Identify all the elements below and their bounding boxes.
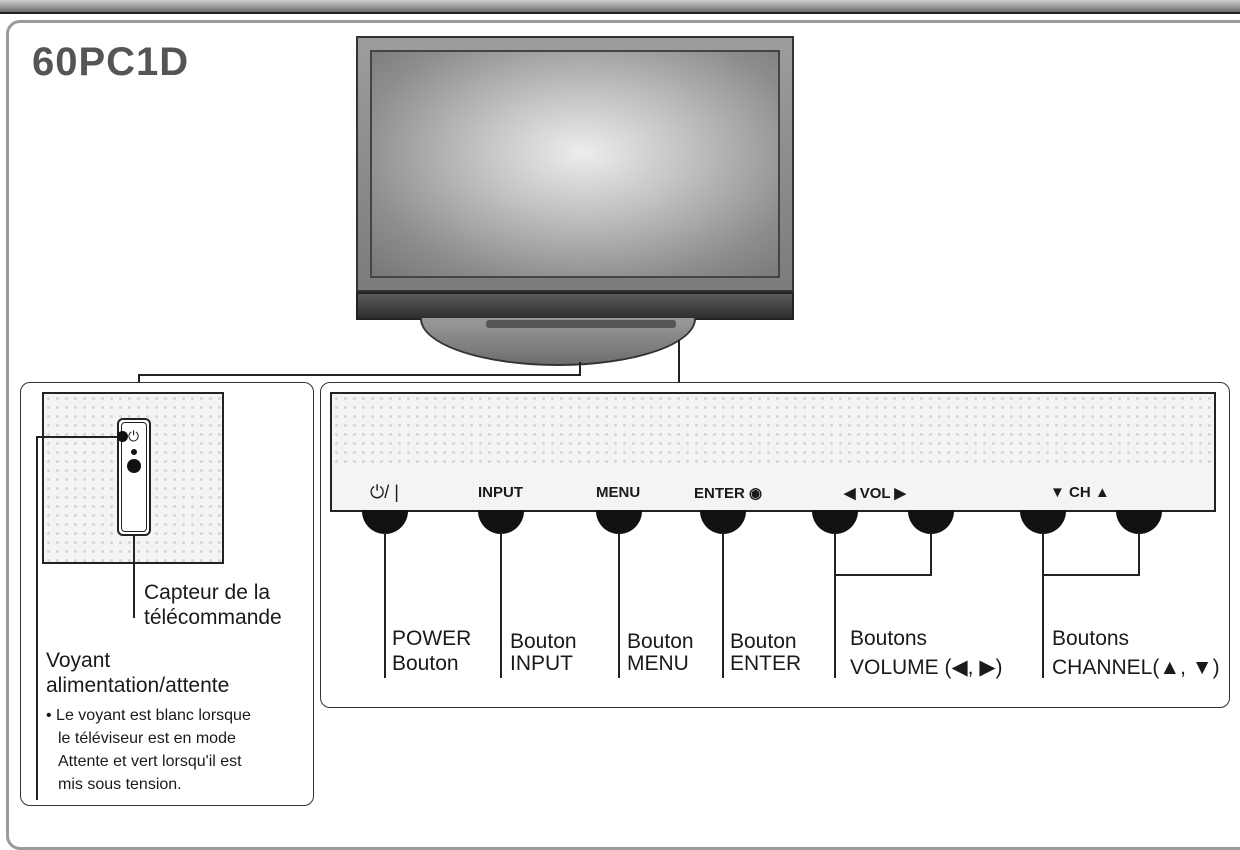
channel-button-label: ▼ CH ▲: [1050, 484, 1110, 501]
power-callout-1: POWER: [392, 627, 472, 650]
indicator-note-line3: Attente et vert lorsqu'il est: [58, 753, 242, 770]
channel-down-pin: [1038, 524, 1048, 534]
channel-leader: [1042, 532, 1044, 678]
input-callout-2: INPUT: [510, 652, 573, 675]
menu-leader: [618, 532, 620, 678]
input-callout-1: Bouton: [510, 630, 577, 653]
sensor-label-line2: télécommande: [144, 606, 282, 629]
channel-bracket: [1042, 574, 1140, 576]
indicator-note-line2: le téléviseur est en mode: [58, 730, 236, 747]
power-icon: ⏻: [128, 428, 140, 444]
sensor-strip-inner: [121, 422, 147, 532]
volume-leader: [834, 532, 836, 678]
channel-callout-2: CHANNEL(▲, ▼): [1052, 656, 1220, 679]
input-button-label: INPUT: [478, 484, 523, 501]
volume-up-leader: [930, 532, 932, 576]
enter-button-label: ENTER ◉: [694, 485, 763, 502]
indicator-note-line4: mis sous tension.: [58, 776, 182, 793]
indicator-leader-v: [36, 436, 38, 800]
connector-left-drop: [138, 374, 140, 384]
input-pin: [496, 524, 506, 534]
input-leader: [500, 532, 502, 678]
power-callout-2: Bouton: [392, 652, 459, 675]
channel-callout-1: Boutons: [1052, 627, 1130, 650]
top-rule: [0, 0, 1240, 14]
connector-right-vertical: [678, 340, 680, 382]
power-pin: [380, 524, 390, 534]
tv-control-slot: [486, 320, 676, 328]
menu-callout-1: Bouton: [627, 630, 694, 653]
standby-led: [117, 431, 128, 442]
volume-callout-2: VOLUME (◀, ▶): [850, 656, 1003, 679]
connector-left-vertical: [579, 362, 581, 376]
controls-label-band: [332, 464, 1214, 510]
indicator-title-line2: alimentation/attente: [46, 674, 230, 697]
remote-sensor-dot: [127, 459, 141, 473]
volume-button-label: ◀ VOL ▶: [844, 485, 906, 502]
indicator-leader-h: [36, 436, 118, 438]
volume-bracket: [834, 574, 932, 576]
volume-callout-1: Boutons: [850, 627, 928, 650]
menu-pin: [614, 524, 624, 534]
menu-callout-2: MENU: [627, 652, 689, 675]
indicator-title-line1: Voyant: [46, 649, 111, 672]
connector-left-horizontal: [138, 374, 581, 376]
power-leader: [384, 532, 386, 678]
enter-pin: [718, 524, 728, 534]
indicator-note-line1: • Le voyant est blanc lorsque: [46, 707, 251, 724]
volume-down-pin: [830, 524, 840, 534]
enter-callout-1: Bouton: [730, 630, 797, 653]
enter-leader: [722, 532, 724, 678]
channel-up-pin: [1134, 524, 1144, 534]
tv-screen: [370, 50, 780, 278]
enter-callout-2: ENTER: [730, 652, 802, 675]
model-title: 60PC1D: [32, 40, 190, 84]
menu-button-label: MENU: [596, 484, 641, 501]
channel-up-leader: [1138, 532, 1140, 576]
power-button-label: ⏻/ |: [370, 482, 399, 502]
volume-up-pin: [926, 524, 936, 534]
sensor-dot-small: [131, 449, 137, 455]
sensor-label-line1: Capteur de la: [144, 581, 271, 604]
tv-bezel: [356, 292, 794, 320]
sensor-leader: [133, 536, 135, 618]
